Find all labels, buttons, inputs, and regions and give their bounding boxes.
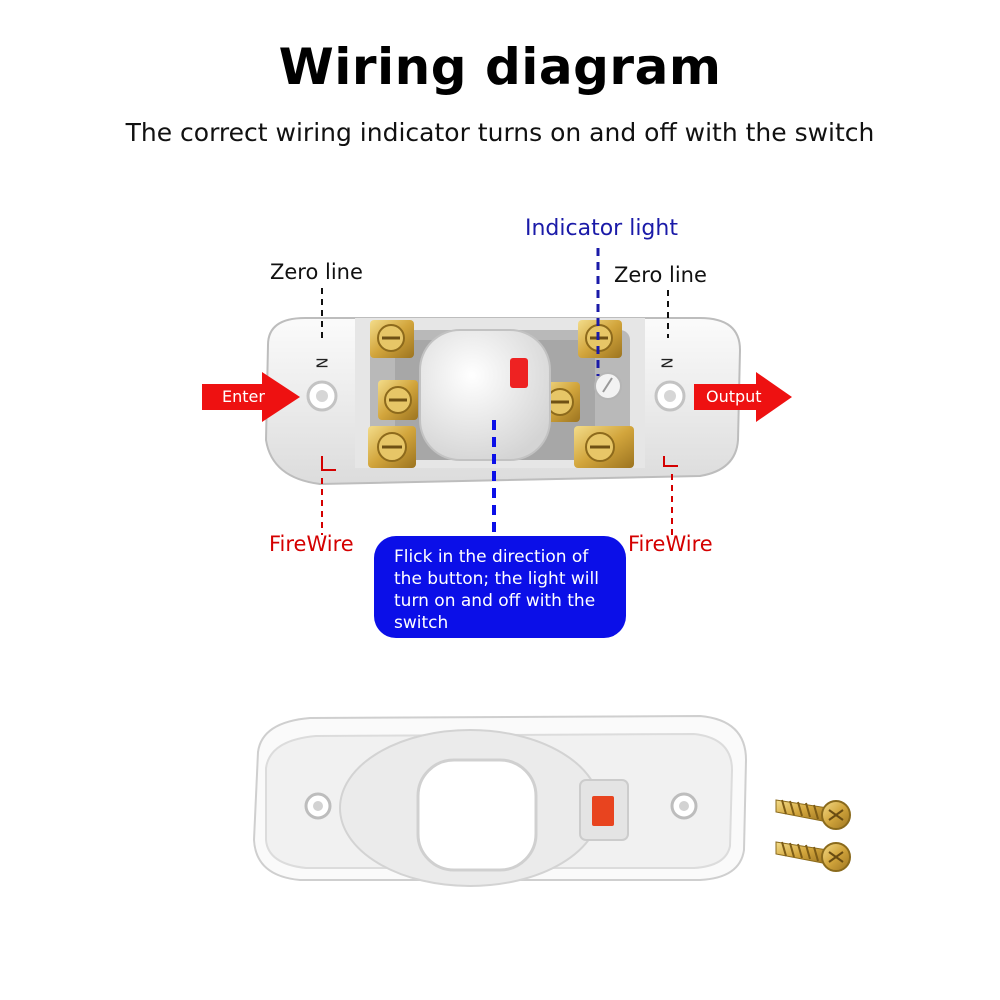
callout-line: Flick in the direction of	[394, 547, 589, 567]
neutral-mark-right: N	[657, 357, 676, 369]
diagram-title: Wiring diagram	[278, 38, 722, 96]
zero-line-left-label: Zero line	[270, 260, 363, 284]
callout-line: turn on and off with the	[394, 591, 596, 611]
instruction-callout: Flick in the direction of the button; th…	[374, 536, 626, 638]
switch-body-open	[264, 317, 742, 486]
screw-icon	[775, 841, 851, 872]
callout-line: switch	[394, 613, 449, 633]
brass-terminal	[578, 320, 622, 358]
brass-terminal	[574, 426, 634, 468]
brass-terminal	[370, 320, 414, 358]
output-label: Output	[706, 387, 762, 406]
enter-label: Enter	[222, 387, 265, 406]
neutral-mark-left: N	[312, 357, 331, 369]
brass-terminal	[368, 426, 416, 468]
indicator-light-label: Indicator light	[525, 216, 678, 241]
indicator-window	[510, 358, 528, 388]
indicator-bulb	[594, 372, 622, 400]
enter-arrow	[202, 372, 300, 422]
brass-terminal	[378, 380, 418, 420]
output-arrow	[694, 372, 792, 422]
callout-line: the button; the light will	[394, 569, 599, 589]
firewire-right-label: FireWire	[628, 532, 713, 556]
cover-indicator-window	[592, 796, 614, 826]
zero-line-right-label: Zero line	[614, 263, 707, 287]
switch-cover	[252, 714, 748, 887]
firewire-left-label: FireWire	[269, 532, 354, 556]
diagram-subtitle: The correct wiring indicator turns on an…	[125, 118, 875, 147]
button-opening	[416, 758, 538, 872]
rocker-button	[419, 329, 551, 461]
screw-icon	[775, 799, 851, 830]
